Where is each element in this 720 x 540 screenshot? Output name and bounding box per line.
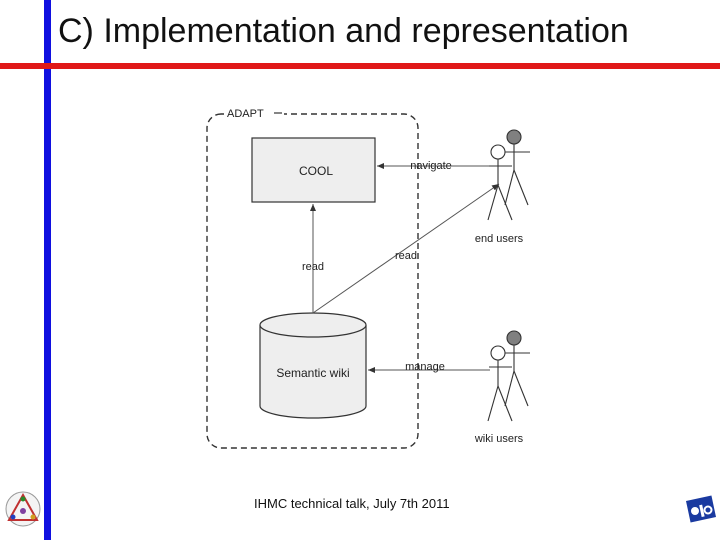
boundary-label-mask bbox=[224, 104, 284, 120]
slide-title: C) Implementation and representation bbox=[58, 12, 629, 50]
triangle-emblem-icon bbox=[5, 491, 41, 527]
red-accent-bar bbox=[0, 63, 720, 69]
read-label-up: read bbox=[302, 261, 324, 273]
cool-box bbox=[251, 137, 376, 203]
tno-logo-icon bbox=[685, 495, 717, 523]
manage-label: manage bbox=[405, 361, 445, 373]
adapt-label: ADAPT bbox=[227, 108, 264, 120]
adapt-boundary bbox=[206, 113, 419, 449]
semantic-wiki-label: Semantic wiki bbox=[276, 366, 349, 380]
semantic-wiki-cylinder bbox=[259, 312, 367, 419]
wiki-users-label: wiki users bbox=[474, 433, 524, 445]
navigate-label: navigate bbox=[410, 160, 452, 172]
blue-accent-bar bbox=[44, 0, 51, 540]
cool-label: COOL bbox=[299, 164, 333, 178]
wiki-users-actor-icon bbox=[487, 330, 530, 422]
read-label-diagonal: read bbox=[395, 250, 417, 262]
end-users-actor-icon bbox=[487, 129, 530, 221]
read-arrow-diagonal bbox=[312, 183, 500, 314]
slide-footer: IHMC technical talk, July 7th 2011 bbox=[254, 496, 450, 511]
end-users-label: end users bbox=[475, 233, 524, 245]
